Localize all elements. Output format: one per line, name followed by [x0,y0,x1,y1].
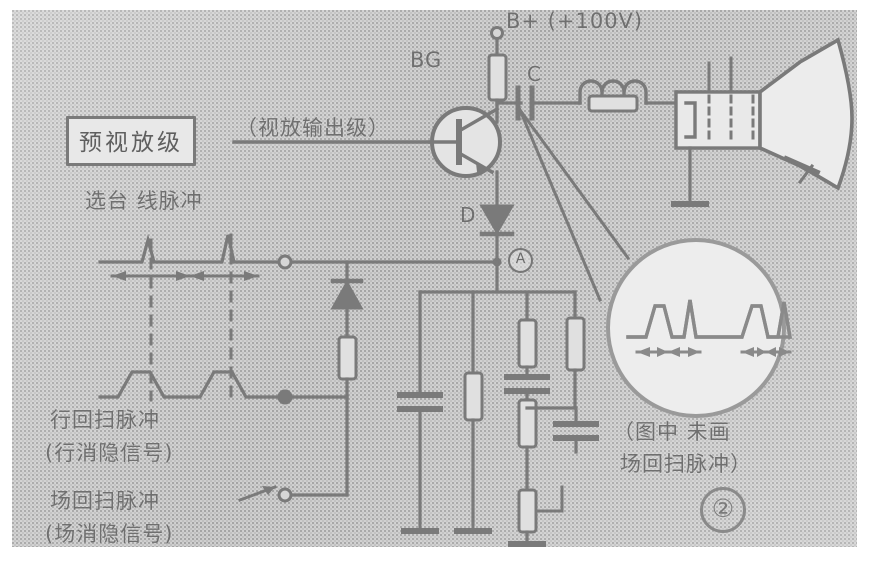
terminal-field-pulse-input [277,389,293,405]
transistor-bg [428,106,502,178]
video-output-stage-label: （视放输出级） [236,116,390,140]
resistor-divider-lower [463,371,484,422]
crt-screen [758,37,854,191]
capacitor-label-c: C [527,62,542,86]
callout-dimension-arrows [635,347,792,357]
callout-leader-1 [517,107,631,261]
waveform-magnified [626,299,793,339]
waveform-field-pulse [98,370,280,399]
terminal-line-pulse-input [277,254,293,270]
picture-tube [674,37,854,204]
tuner-line-pulse-label: 选台 线脉冲 [85,189,203,213]
inductor-peaking-coil [578,79,648,105]
test-point-a: A [508,248,533,273]
figure-number: ② [700,487,746,533]
potentiometer-brightness [517,488,538,534]
resistor-collector-load [487,53,508,102]
note-line-1: （图中 未画 [613,420,731,444]
transistor-label-bg: BG [410,48,443,72]
diode-blanking [330,278,364,310]
resistor-damping [587,94,639,113]
waveform-line-pulse [98,233,280,281]
crt-ground [674,196,706,204]
field-retrace-pulse-label: 场回扫脉冲 [50,489,160,513]
diode-d [479,204,515,237]
preamp-stage-box: 预视放级 [66,116,196,166]
detail-callout [517,107,793,418]
test-point-a-text: A [515,251,526,267]
field-blanking-signal-label: (场消隐信号) [45,522,174,546]
crt-cathode [684,101,697,139]
ground-3 [511,536,543,544]
supply-terminal-b-plus [490,26,504,40]
supply-label: B+ (+100V) [506,9,644,33]
resistor-right [565,316,586,372]
line-retrace-pulse-label: 行回扫脉冲 [50,408,160,432]
potentiometer-wiper [534,485,564,513]
ground-2 [457,523,489,531]
resistor-divider-upper [517,318,538,369]
line-blanking-signal-label: (行消隐信号) [45,441,174,465]
ground-1 [404,523,436,531]
resistor-series [337,335,358,381]
terminal-field-blanking-input [277,487,293,503]
note-line-2: 场回扫脉冲） [620,452,752,476]
callout-leader-2 [518,108,602,302]
diode-label-d: D [460,203,477,227]
